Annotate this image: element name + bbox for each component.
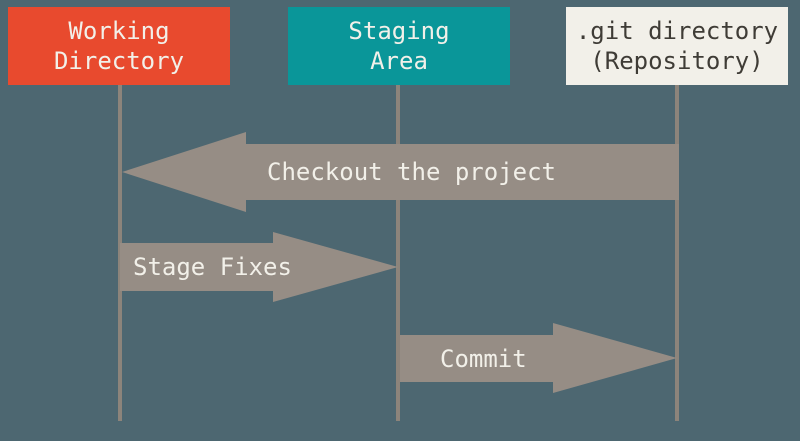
box-git-directory-line1: .git directory xyxy=(575,17,779,45)
box-working-directory-line1: Working xyxy=(68,17,170,45)
arrow-stage-fixes-right-icon xyxy=(120,232,398,302)
lifeline-staging-area xyxy=(396,84,400,421)
box-working-directory: Working Directory xyxy=(8,7,230,85)
arrow-label-commit: Commit xyxy=(440,344,527,373)
box-git-directory-line2: (Repository) xyxy=(590,47,764,75)
box-staging-area: Staging Area xyxy=(288,7,510,85)
arrow-checkout-left-icon xyxy=(122,132,679,212)
box-git-directory: .git directory (Repository) xyxy=(566,7,788,85)
arrow-commit-right-icon xyxy=(400,323,677,393)
arrow-label-checkout: Checkout the project xyxy=(267,158,556,186)
lifeline-git-directory xyxy=(675,84,679,421)
box-working-directory-line2: Directory xyxy=(53,47,185,75)
arrow-label-stage-fixes: Stage Fixes xyxy=(133,253,292,281)
box-staging-area-line2: Area xyxy=(370,47,428,75)
box-staging-area-line1: Staging xyxy=(348,17,450,45)
